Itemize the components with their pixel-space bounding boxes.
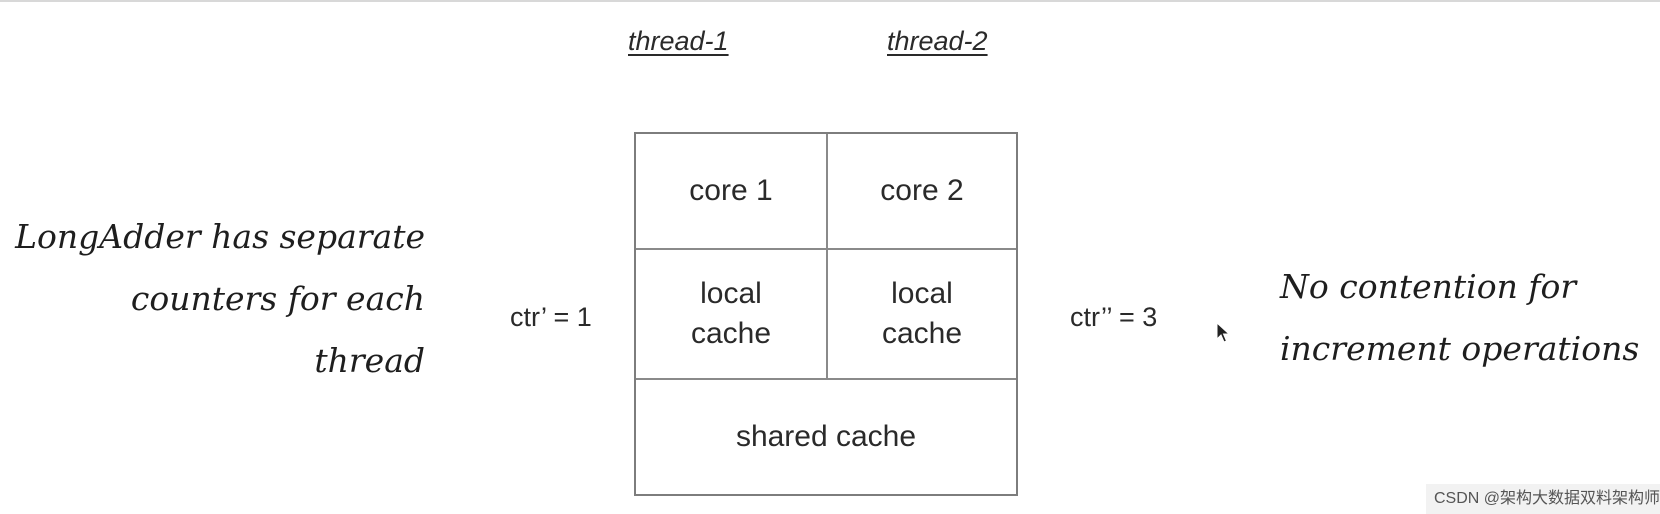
local-cache-2-cell: local cache [881, 277, 963, 350]
core-2-cell: core 2 [880, 174, 964, 207]
counter-thread-1: ctr’ = 1 [510, 302, 592, 332]
cpu-cache-diagram: core 1 core 2 local cache local cache sh… [634, 132, 1018, 496]
counter-thread-2: ctr’’ = 3 [1070, 302, 1158, 332]
core-divider [826, 134, 828, 378]
top-divider [0, 0, 1660, 2]
no-contention-note: No contention for increment operations [1280, 267, 1640, 368]
local-cache-1-cell: local cache [690, 277, 772, 350]
mouse-cursor-icon [1216, 322, 1231, 343]
core-1-cell: core 1 [689, 174, 773, 207]
local-shared-divider [636, 378, 1016, 380]
watermark: CSDN @架构大数据双料架构师 [1426, 484, 1660, 514]
thread-1-label: thread-1 [628, 26, 729, 56]
thread-2-label: thread-2 [887, 26, 988, 56]
longadder-note: LongAdder has separate counters for each… [15, 217, 425, 380]
shared-cache-cell: shared cache [735, 420, 917, 453]
core-cache-divider [636, 248, 1016, 250]
